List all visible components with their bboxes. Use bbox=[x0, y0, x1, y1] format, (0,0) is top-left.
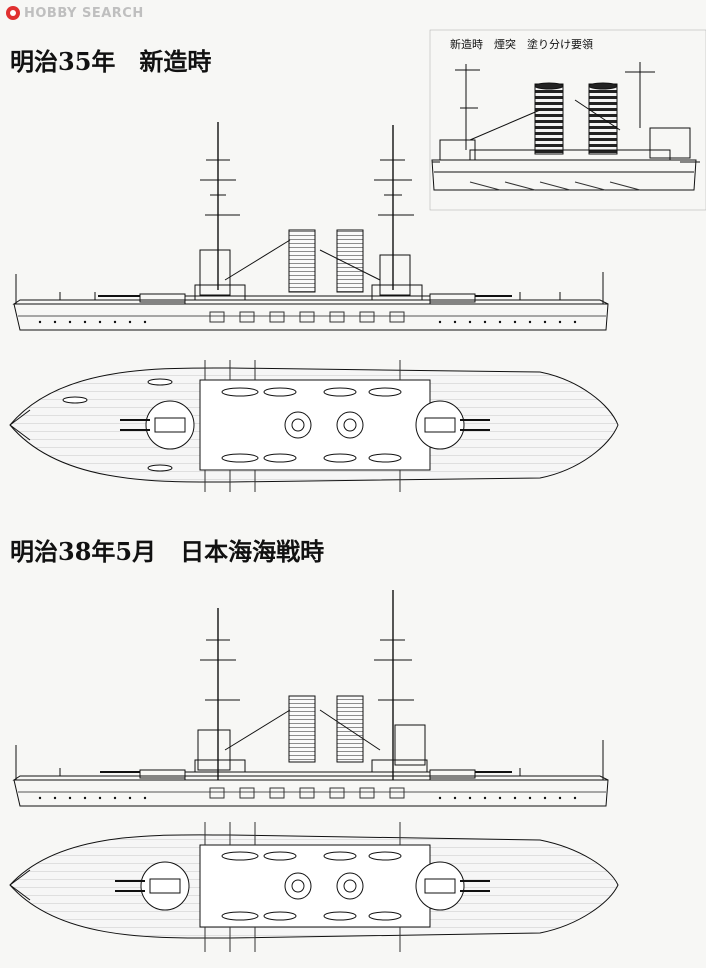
section-title-1902: 明治35年 新造時 bbox=[10, 47, 212, 76]
inset-caption: 新造時 煙突 塗り分け要領 bbox=[450, 38, 593, 51]
plan-view-1905 bbox=[9, 822, 619, 952]
side-view-1905 bbox=[12, 590, 609, 807]
section-title-1905: 明治38年5月 日本海海戦時 bbox=[10, 537, 325, 566]
plan-view-1902 bbox=[9, 360, 619, 492]
logo-icon bbox=[6, 6, 20, 20]
inset-funnel-diagram bbox=[429, 29, 706, 211]
side-view-1902 bbox=[12, 122, 609, 331]
inset-funnel-fore bbox=[534, 83, 564, 155]
hobby-search-logo: HOBBY SEARCH bbox=[6, 4, 144, 22]
logo-text: HOBBY SEARCH bbox=[24, 5, 144, 21]
